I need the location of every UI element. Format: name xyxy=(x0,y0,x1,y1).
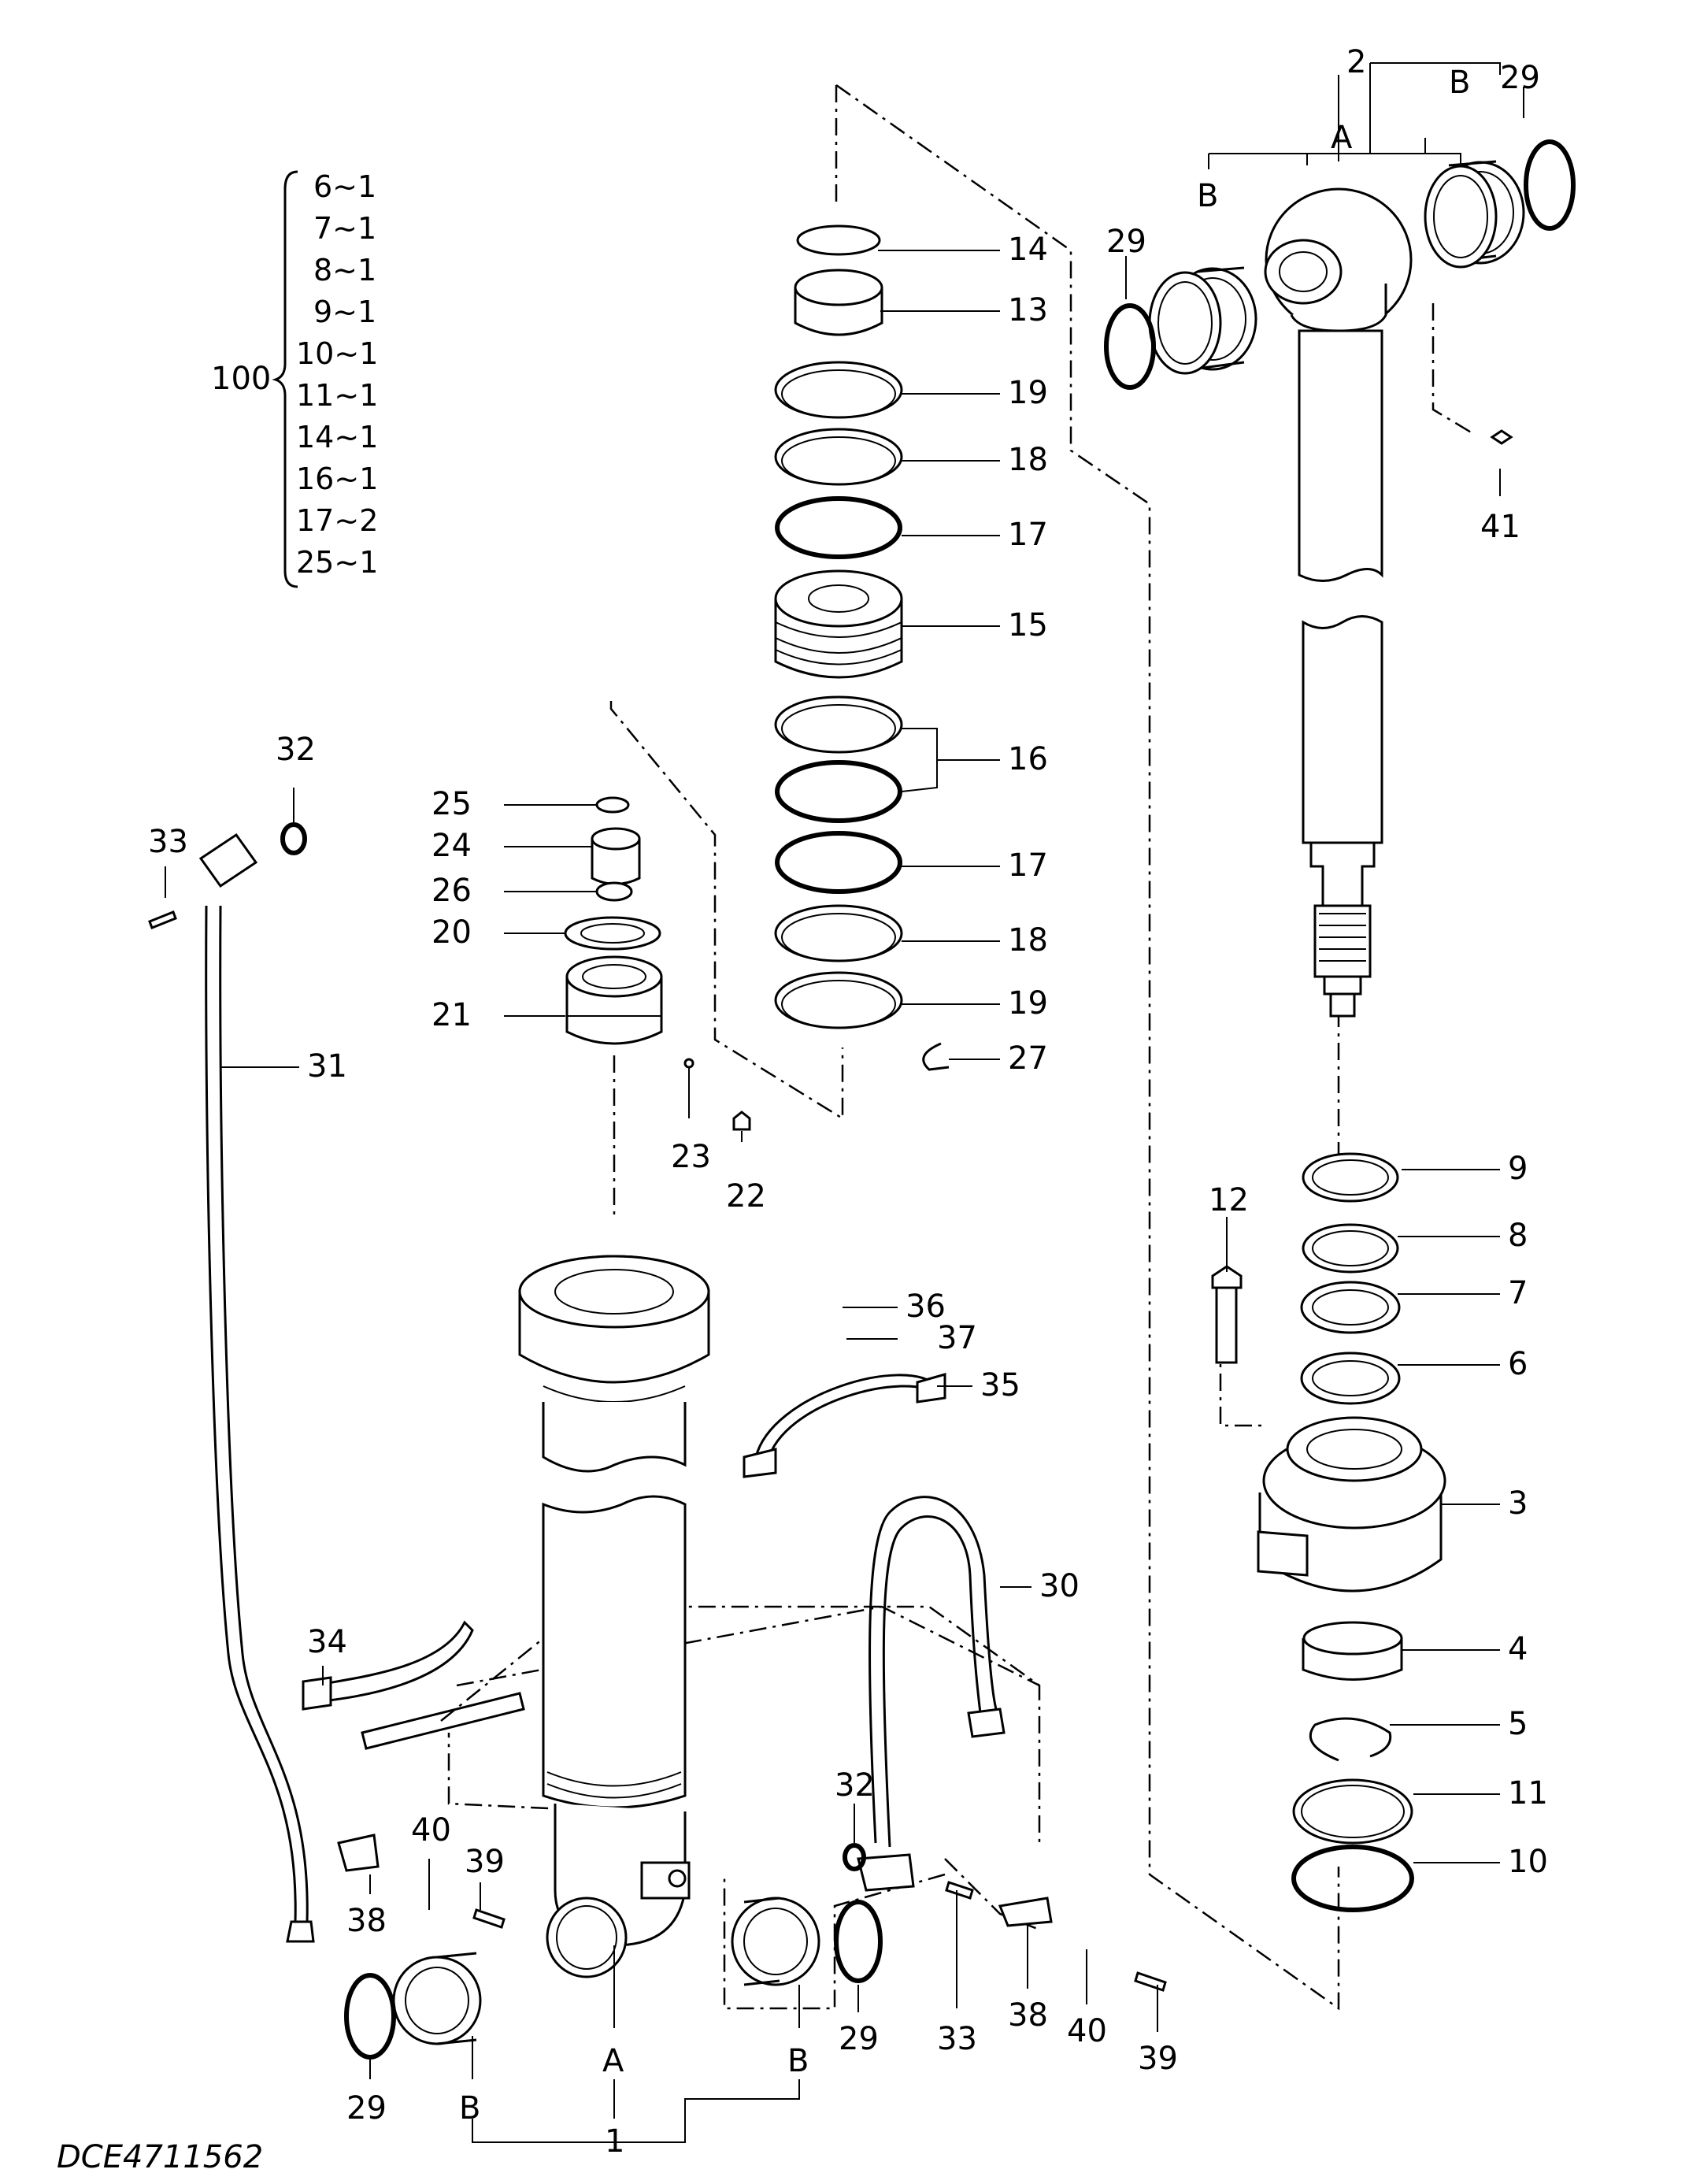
callout-letter-a: A xyxy=(602,2043,624,2079)
drawing-reference-id: DCE4711562 xyxy=(57,2139,263,2175)
kit-item: 11~1 xyxy=(296,378,378,413)
kit-item: 9~1 xyxy=(313,295,376,329)
callout-29: 29 xyxy=(346,2090,387,2127)
piston-nut-assembly xyxy=(564,796,751,1131)
callout-34: 34 xyxy=(307,1624,347,1660)
callout-23: 23 xyxy=(671,1139,711,1175)
callout-numbers: 2 A B B 29 29 41 14 13 19 18 17 15 16 17… xyxy=(148,44,1548,2160)
callout-39: 39 xyxy=(465,1844,505,1880)
callout-2: 2 xyxy=(1346,44,1366,80)
kit-number: 100 xyxy=(211,361,271,397)
rod-eye-assembly xyxy=(1104,139,1576,1018)
callout-18: 18 xyxy=(1008,922,1048,959)
kit-item: 8~1 xyxy=(313,253,376,287)
callout-37: 37 xyxy=(937,1320,977,1356)
callout-17: 17 xyxy=(1008,517,1048,553)
rod-cover-stack xyxy=(1211,1152,1446,1912)
callout-22: 22 xyxy=(726,1178,766,1214)
callout-13: 13 xyxy=(1008,292,1048,328)
callout-18: 18 xyxy=(1008,442,1048,478)
callout-9: 9 xyxy=(1508,1151,1528,1187)
kit-item: 7~1 xyxy=(313,211,376,246)
callout-20: 20 xyxy=(431,914,472,951)
kit-item: 10~1 xyxy=(296,336,378,371)
callout-41: 41 xyxy=(1480,509,1520,545)
callout-25: 25 xyxy=(431,786,472,822)
callout-7: 7 xyxy=(1508,1275,1528,1311)
callout-36: 36 xyxy=(906,1289,946,1325)
callout-letter-a: A xyxy=(1331,120,1353,156)
callout-29: 29 xyxy=(1500,60,1540,96)
piston-seal-stack xyxy=(774,224,950,1071)
callout-6: 6 xyxy=(1508,1346,1528,1382)
callout-19: 19 xyxy=(1008,375,1048,411)
callout-letter-b: B xyxy=(459,2090,480,2127)
callout-33: 33 xyxy=(937,2021,977,2057)
kit-item: 14~1 xyxy=(296,420,378,454)
callout-38: 38 xyxy=(346,1903,387,1939)
callout-21: 21 xyxy=(431,997,472,1033)
callout-27: 27 xyxy=(1008,1040,1048,1077)
callout-15: 15 xyxy=(1008,607,1048,643)
kit-list: 100 6~1 7~1 8~1 9~1 10~1 11~1 14~1 16~1 … xyxy=(211,169,378,588)
callout-10: 10 xyxy=(1508,1844,1548,1880)
callout-12: 12 xyxy=(1209,1182,1249,1218)
callout-31: 31 xyxy=(307,1048,347,1085)
kit-item: 6~1 xyxy=(313,169,376,204)
kit-item: 25~1 xyxy=(296,545,378,580)
callout-3: 3 xyxy=(1508,1485,1528,1522)
callout-32: 32 xyxy=(276,732,316,768)
callout-32: 32 xyxy=(835,1767,875,1804)
callout-33: 33 xyxy=(148,824,188,860)
kit-item: 16~1 xyxy=(296,462,378,496)
kit-item: 17~2 xyxy=(296,503,378,538)
callout-letter-b: B xyxy=(1449,65,1470,101)
callout-40: 40 xyxy=(1067,2013,1107,2049)
callout-8: 8 xyxy=(1508,1218,1528,1254)
callout-29: 29 xyxy=(839,2021,879,2057)
leader-lines xyxy=(165,62,1524,2143)
callout-16: 16 xyxy=(1008,741,1048,777)
callout-14: 14 xyxy=(1008,232,1048,268)
cylinder-tube xyxy=(344,1255,883,2060)
callout-35: 35 xyxy=(980,1367,1020,1403)
callout-29: 29 xyxy=(1106,224,1146,260)
hoses-and-clamps xyxy=(148,822,1167,1992)
callout-26: 26 xyxy=(431,873,472,909)
callout-11: 11 xyxy=(1508,1775,1548,1811)
callout-1: 1 xyxy=(605,2123,624,2160)
callout-24: 24 xyxy=(431,828,472,864)
callout-19: 19 xyxy=(1008,985,1048,1022)
callout-30: 30 xyxy=(1039,1568,1080,1604)
callout-letter-b: B xyxy=(1197,178,1218,214)
callout-40: 40 xyxy=(411,1812,451,1848)
callout-4: 4 xyxy=(1508,1631,1528,1667)
callout-39: 39 xyxy=(1138,2041,1178,2077)
callout-letter-b: B xyxy=(787,2043,809,2079)
callout-38: 38 xyxy=(1008,1997,1048,2034)
callout-17: 17 xyxy=(1008,847,1048,884)
callout-5: 5 xyxy=(1508,1706,1528,1742)
